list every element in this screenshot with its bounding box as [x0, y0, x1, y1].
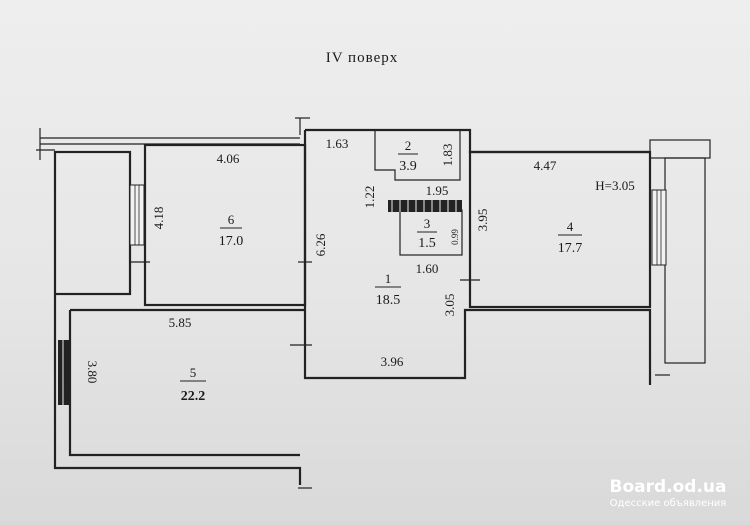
dim-room4-width: 4.47 — [534, 158, 557, 173]
room-4-label: 4 17.7 — [558, 219, 583, 256]
room-area: 17.7 — [558, 241, 583, 256]
room-area: 18.5 — [376, 293, 401, 308]
dim-corridor-bottom: 3.96 — [381, 354, 404, 369]
walls — [36, 117, 711, 489]
room-3-label: 3 1.5 — [417, 216, 437, 251]
ceiling-height: H=3.05 — [595, 178, 634, 193]
dim-room3-depth: 0.99 — [450, 229, 460, 245]
dim-room5-width: 5.85 — [169, 315, 192, 330]
room-2-label: 2 3.9 — [398, 138, 418, 174]
room-area: 22.2 — [181, 389, 206, 404]
room-1-label: 1 18.5 — [375, 271, 401, 308]
page-title: IV поверх — [326, 50, 399, 66]
dim-corridor-top: 1.63 — [326, 136, 349, 151]
room-number: 6 — [228, 212, 235, 227]
watermark-caption: Одесские объявления — [610, 498, 727, 509]
door-marks — [130, 261, 480, 346]
room-number: 2 — [405, 138, 412, 153]
room-number: 3 — [424, 216, 431, 231]
watermark-site: Board.od.ua — [610, 477, 727, 497]
dim-stair-offset: 1.22 — [362, 186, 377, 209]
room-number: 1 — [385, 271, 392, 286]
room-area: 17.0 — [219, 234, 244, 249]
room-6-label: 6 17.0 — [219, 212, 244, 249]
dim-room5-depth: 3.80 — [85, 361, 100, 384]
dim-stair-width: 1.95 — [426, 183, 449, 198]
dim-corridor-right-upper: 3.95 — [475, 209, 490, 232]
dim-corridor-length: 6.26 — [313, 233, 328, 256]
dim-room3-width: 1.60 — [416, 261, 439, 276]
room-number: 5 — [190, 365, 197, 380]
windows — [58, 184, 667, 405]
stair-hatch — [388, 200, 462, 212]
room-area: 3.9 — [399, 159, 417, 174]
room-area: 1.5 — [418, 236, 436, 251]
dim-room2-depth: 1.83 — [440, 144, 455, 167]
dim-room6-width: 4.06 — [217, 151, 240, 166]
dim-corridor-right-lower: 3.05 — [442, 294, 457, 317]
room-number: 4 — [567, 219, 574, 234]
room-5-label: 5 22.2 — [180, 365, 206, 404]
dim-room6-depth: 4.18 — [151, 207, 166, 230]
watermark: Board.od.ua Одесские объявления — [610, 477, 727, 509]
